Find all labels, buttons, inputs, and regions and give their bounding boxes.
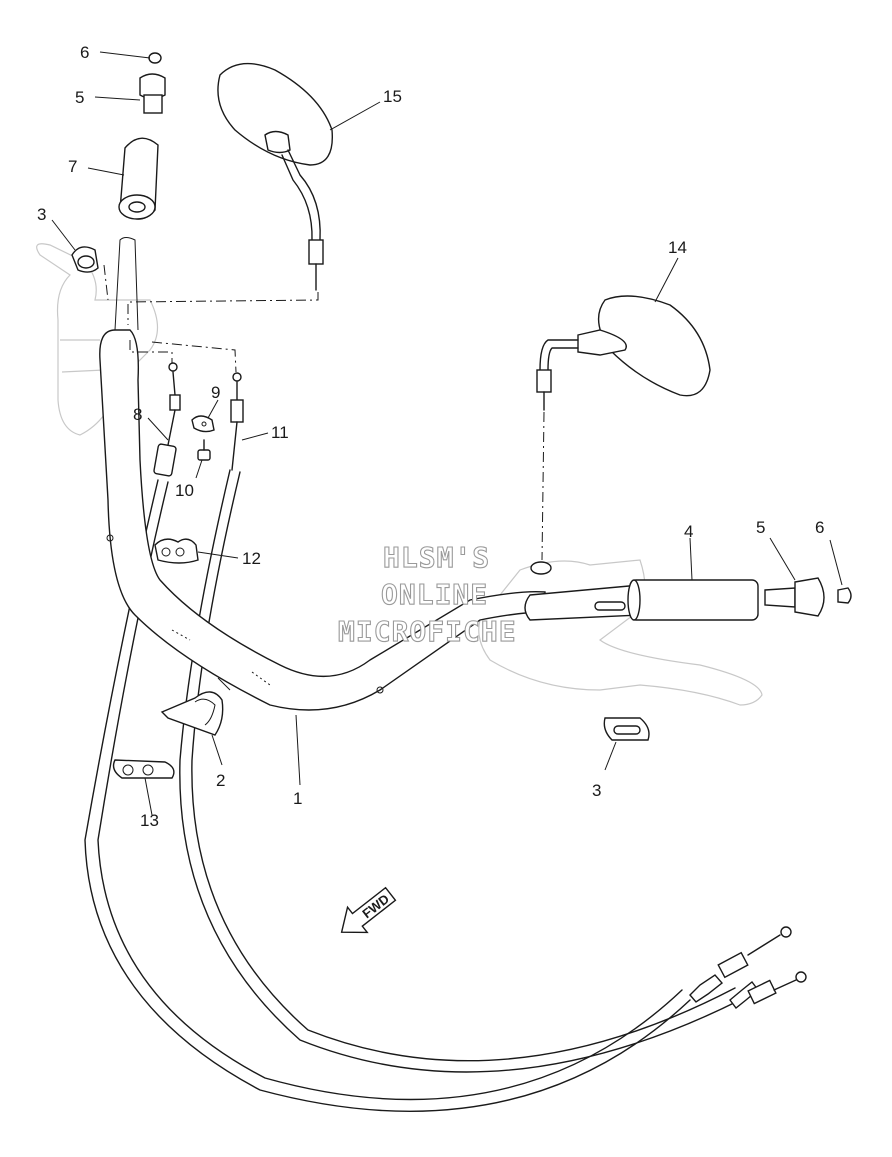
callout-4: 4 — [684, 522, 693, 541]
watermark-line-2: ONLINE — [381, 578, 488, 611]
callout-7: 7 — [68, 157, 77, 176]
watermark: HLSM'S ONLINE MICROFICHE — [337, 540, 517, 648]
callout-11: 11 — [271, 423, 289, 442]
band-12 — [154, 538, 199, 564]
watermark-line-1: HLSM'S — [383, 541, 490, 574]
callout-8: 8 — [133, 405, 142, 424]
right-holder — [603, 717, 650, 741]
screw-10 — [197, 439, 211, 461]
watermark-line-3: MICROFICHE — [338, 615, 517, 648]
forward-arrow: FWD — [340, 886, 397, 934]
right-end-weight — [764, 577, 825, 617]
cable-end-upper — [689, 926, 792, 1003]
callout-2: 2 — [216, 771, 225, 790]
callout-6-right: 6 — [815, 518, 824, 537]
callout-12: 12 — [242, 549, 261, 568]
callout-5-left: 5 — [75, 88, 84, 107]
right-grip — [627, 579, 759, 621]
callout-1: 1 — [293, 789, 302, 808]
handlebar — [99, 237, 641, 711]
callouts: 6 5 7 3 15 14 8 9 10 11 12 2 13 1 4 5 6 — [37, 43, 843, 830]
clamp-13 — [112, 759, 175, 779]
cable-8 — [153, 362, 181, 477]
callout-14: 14 — [668, 238, 687, 257]
callout-3-right: 3 — [592, 781, 601, 800]
clamp-9 — [191, 415, 215, 433]
mirror-right — [530, 295, 711, 575]
wire-holder-2 — [160, 677, 231, 736]
callout-6-left: 6 — [80, 43, 89, 62]
mirror-left — [217, 62, 334, 291]
left-end-weight — [139, 73, 166, 114]
callout-3-left: 3 — [37, 205, 46, 224]
assembly-leaders — [103, 264, 319, 373]
callout-15: 15 — [383, 87, 402, 106]
callout-5-right: 5 — [756, 518, 765, 537]
left-end-screw — [148, 52, 162, 64]
left-holder — [71, 246, 99, 273]
cable-11 — [230, 372, 244, 471]
right-end-screw — [837, 587, 852, 604]
cable-end-lower — [729, 971, 807, 1009]
callout-13: 13 — [140, 811, 159, 830]
callout-10: 10 — [175, 481, 194, 500]
left-grip — [118, 137, 159, 220]
callout-9: 9 — [211, 383, 220, 402]
